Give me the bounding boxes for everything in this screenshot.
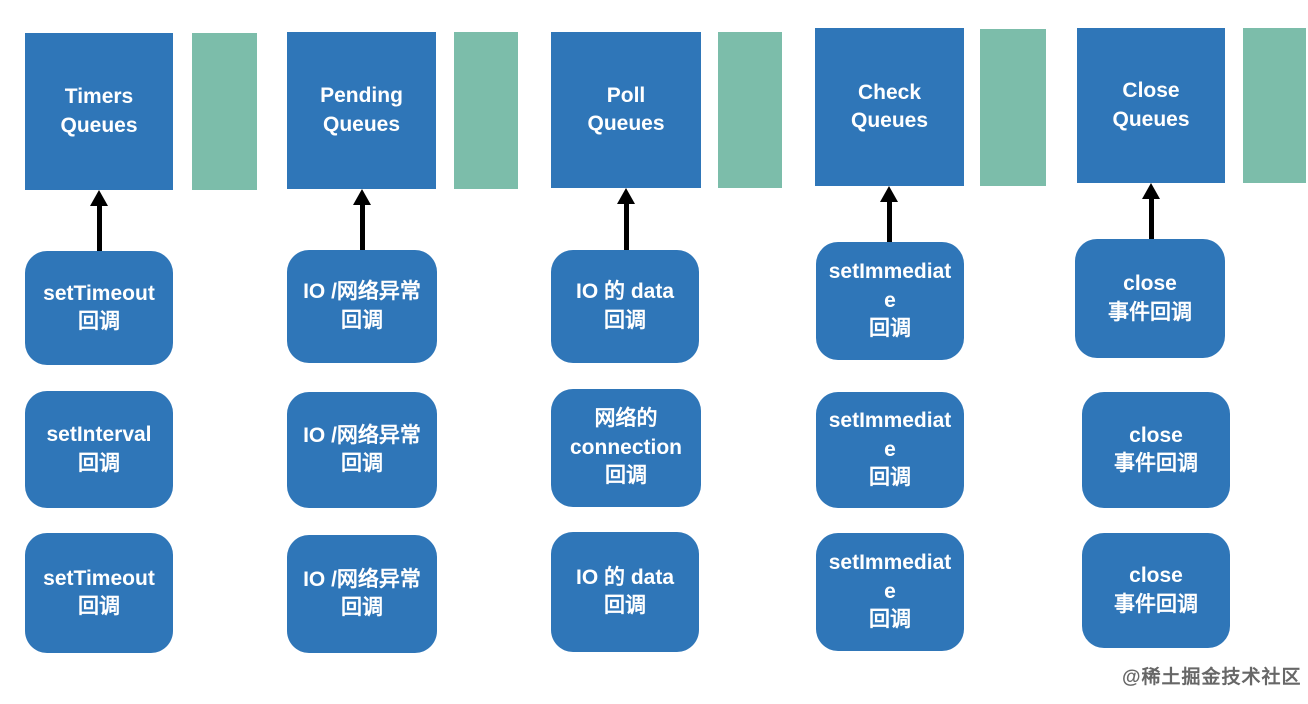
watermark: @稀土掘金技术社区 [1122,667,1302,688]
arrow-up-icon [880,186,898,242]
queue-side-bar [192,33,257,190]
queue-box-poll: Poll Queues [551,32,701,188]
callback-box: setTimeout 回调 [25,251,173,365]
arrow-head [1142,183,1160,199]
callback-box: IO 的 data 回调 [551,532,699,652]
arrow-shaft [96,206,102,251]
callback-box: setImmediat e 回调 [816,392,964,508]
arrow-head [353,189,371,205]
arrow-shaft [359,205,365,250]
arrow-shaft [623,204,629,250]
arrow-shaft [1148,199,1154,239]
arrow-up-icon [1142,183,1160,239]
callback-box: 网络的 connection 回调 [551,389,701,507]
queue-side-bar [454,32,518,189]
callback-box: IO /网络异常 回调 [287,250,437,363]
queue-side-bar [1243,28,1306,183]
arrow-up-icon [353,189,371,250]
callback-box: close 事件回调 [1082,392,1230,508]
callback-box: close 事件回调 [1082,533,1230,648]
callback-box: setInterval 回调 [25,391,173,508]
queue-box-timers: Timers Queues [25,33,173,190]
callback-box: setImmediat e 回调 [816,533,964,651]
callback-box: setTimeout 回调 [25,533,173,653]
queue-side-bar [718,32,782,188]
callback-box: setImmediat e 回调 [816,242,964,360]
callback-box: IO 的 data 回调 [551,250,699,363]
callback-box: IO /网络异常 回调 [287,392,437,508]
arrow-head [90,190,108,206]
arrow-head [617,188,635,204]
arrow-head [880,186,898,202]
callback-box: IO /网络异常 回调 [287,535,437,653]
arrow-up-icon [90,190,108,251]
arrow-shaft [886,202,892,242]
arrow-up-icon [617,188,635,250]
queue-side-bar [980,29,1046,186]
queue-box-check: Check Queues [815,28,964,186]
callback-box: close 事件回调 [1075,239,1225,358]
queue-box-pending: Pending Queues [287,32,436,189]
queue-box-close: Close Queues [1077,28,1225,183]
